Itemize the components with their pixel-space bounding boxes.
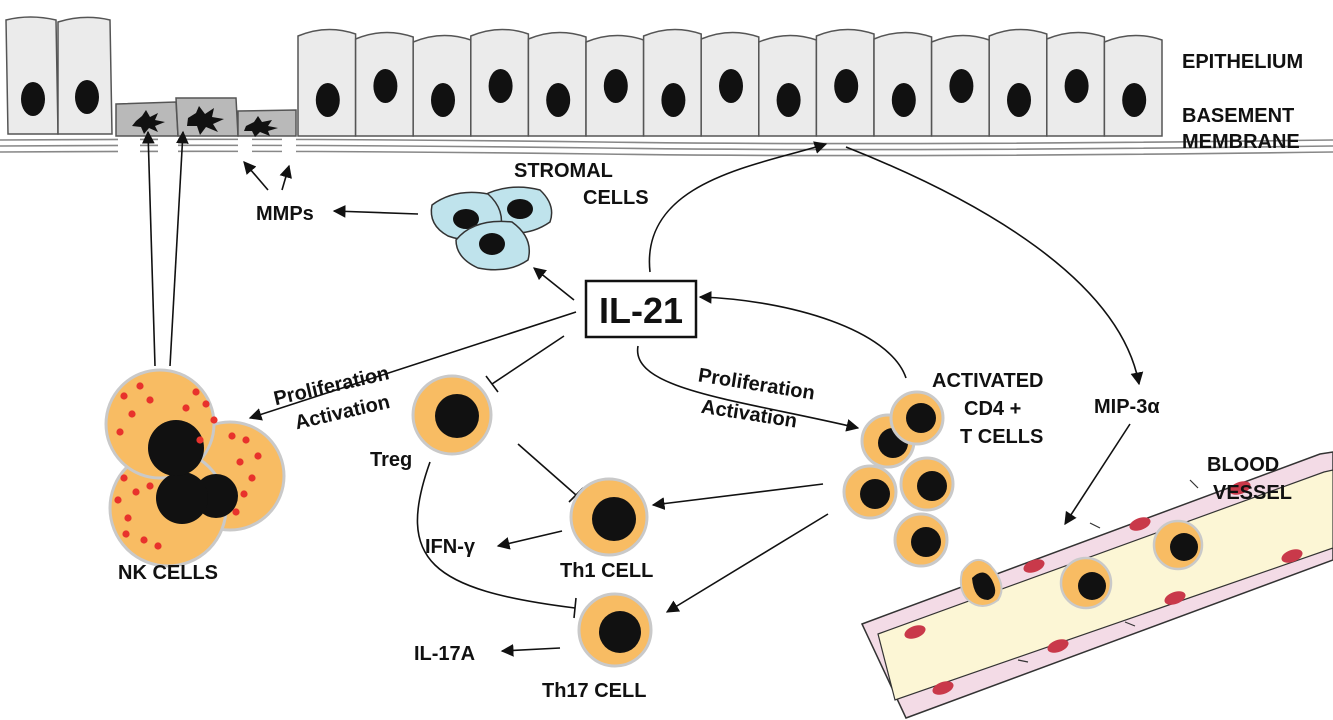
epithelial-cell — [412, 34, 472, 137]
label-activated: ACTIVATED — [932, 370, 1043, 392]
label-basement: BASEMENT — [1182, 105, 1294, 127]
membrane-gap — [238, 138, 252, 158]
arrow-stromal-to-mmps — [332, 205, 419, 218]
arrow-tcells-to-th17 — [665, 513, 829, 613]
epithelial-cell — [873, 31, 933, 137]
nk-granules — [114, 382, 262, 550]
damaged-epithelial-cell — [175, 97, 239, 137]
stromal-cells — [430, 186, 553, 271]
epithelial-cell — [470, 28, 530, 137]
label-treg: Treg — [370, 449, 412, 471]
activated-cd4-t-cells — [842, 390, 955, 568]
pathway-connectors — [141, 130, 1144, 657]
blood-vessel — [860, 451, 1333, 719]
arrow-epithelium-to-mip — [845, 146, 1144, 386]
arrow-nk-to-epithelium — [141, 130, 156, 367]
epithelial-cell — [354, 31, 414, 137]
epithelial-cell — [1046, 31, 1106, 137]
arrow-tcells-to-il21 — [698, 290, 907, 379]
il21-box — [584, 279, 698, 339]
label-il17a: IL-17A — [414, 643, 475, 665]
label-cells: CELLS — [583, 187, 649, 209]
arrow-nk-to-epithelium — [169, 130, 189, 367]
epithelial-cell — [988, 28, 1048, 137]
arrow-il21-to-tcells — [636, 345, 860, 432]
label-mmps: MMPs — [256, 203, 314, 225]
arrow-mmps-to-membrane — [279, 164, 292, 191]
treg-cell — [411, 374, 493, 456]
membrane-gap — [158, 138, 178, 158]
damaged-epithelial-cell — [115, 101, 179, 137]
epithelial-cell — [57, 16, 113, 135]
arrow-th1-to-ifn — [496, 530, 563, 550]
nk-cells — [104, 368, 286, 568]
epithelium-layer — [5, 16, 1163, 137]
label-th17: Th17 CELL — [542, 680, 646, 702]
label-ifn: IFN-γ — [425, 536, 476, 558]
epithelial-cell — [527, 31, 587, 137]
label-activation-right: Activation — [700, 396, 799, 433]
epithelial-cell — [815, 28, 875, 137]
arrow-mip-to-vessel — [1064, 423, 1131, 526]
inhibit-il21-treg — [491, 335, 565, 385]
label-nk-cells: NK CELLS — [118, 562, 218, 584]
epithelial-cell — [700, 31, 760, 137]
epithelial-cell — [297, 28, 357, 137]
damaged-epithelial-cell — [237, 109, 297, 137]
basement-membrane — [0, 138, 1333, 157]
arrow-tcells-to-th1 — [651, 483, 824, 510]
label-il21: IL-21 — [599, 290, 683, 331]
epithelial-cell — [585, 34, 645, 137]
epithelial-cell-row — [297, 28, 1163, 137]
label-cd4: CD4 + — [964, 398, 1021, 420]
membrane-gap — [118, 138, 140, 158]
label-epithelium: EPITHELIUM — [1182, 51, 1303, 73]
epithelial-cell — [1103, 34, 1163, 137]
arrow-il21-to-nk — [248, 311, 577, 421]
epithelial-cell — [5, 16, 59, 135]
inhibit-treg-th17 — [416, 461, 576, 609]
label-mip3a: MIP-3α — [1094, 396, 1160, 418]
arrow-il21-to-stromal — [533, 267, 575, 301]
arrow-th17-to-il17 — [500, 644, 561, 657]
label-blood: BLOOD — [1207, 454, 1279, 476]
label-vessel: VESSEL — [1213, 482, 1292, 504]
label-th1: Th1 CELL — [560, 560, 653, 582]
epithelial-cell — [642, 28, 702, 137]
arrow-il21-to-epithelium — [648, 141, 828, 273]
arrow-mmps-to-membrane — [243, 161, 269, 191]
th1-cell — [569, 477, 649, 557]
membrane-gap — [282, 138, 296, 158]
inhibit-treg-th1 — [517, 443, 577, 496]
label-membrane: MEMBRANE — [1182, 131, 1300, 153]
epithelial-cell — [930, 34, 990, 137]
label-t-cells: T CELLS — [960, 426, 1043, 448]
label-stromal: STROMAL — [514, 160, 613, 182]
epithelial-cell — [758, 34, 818, 137]
th17-cell — [577, 592, 653, 668]
